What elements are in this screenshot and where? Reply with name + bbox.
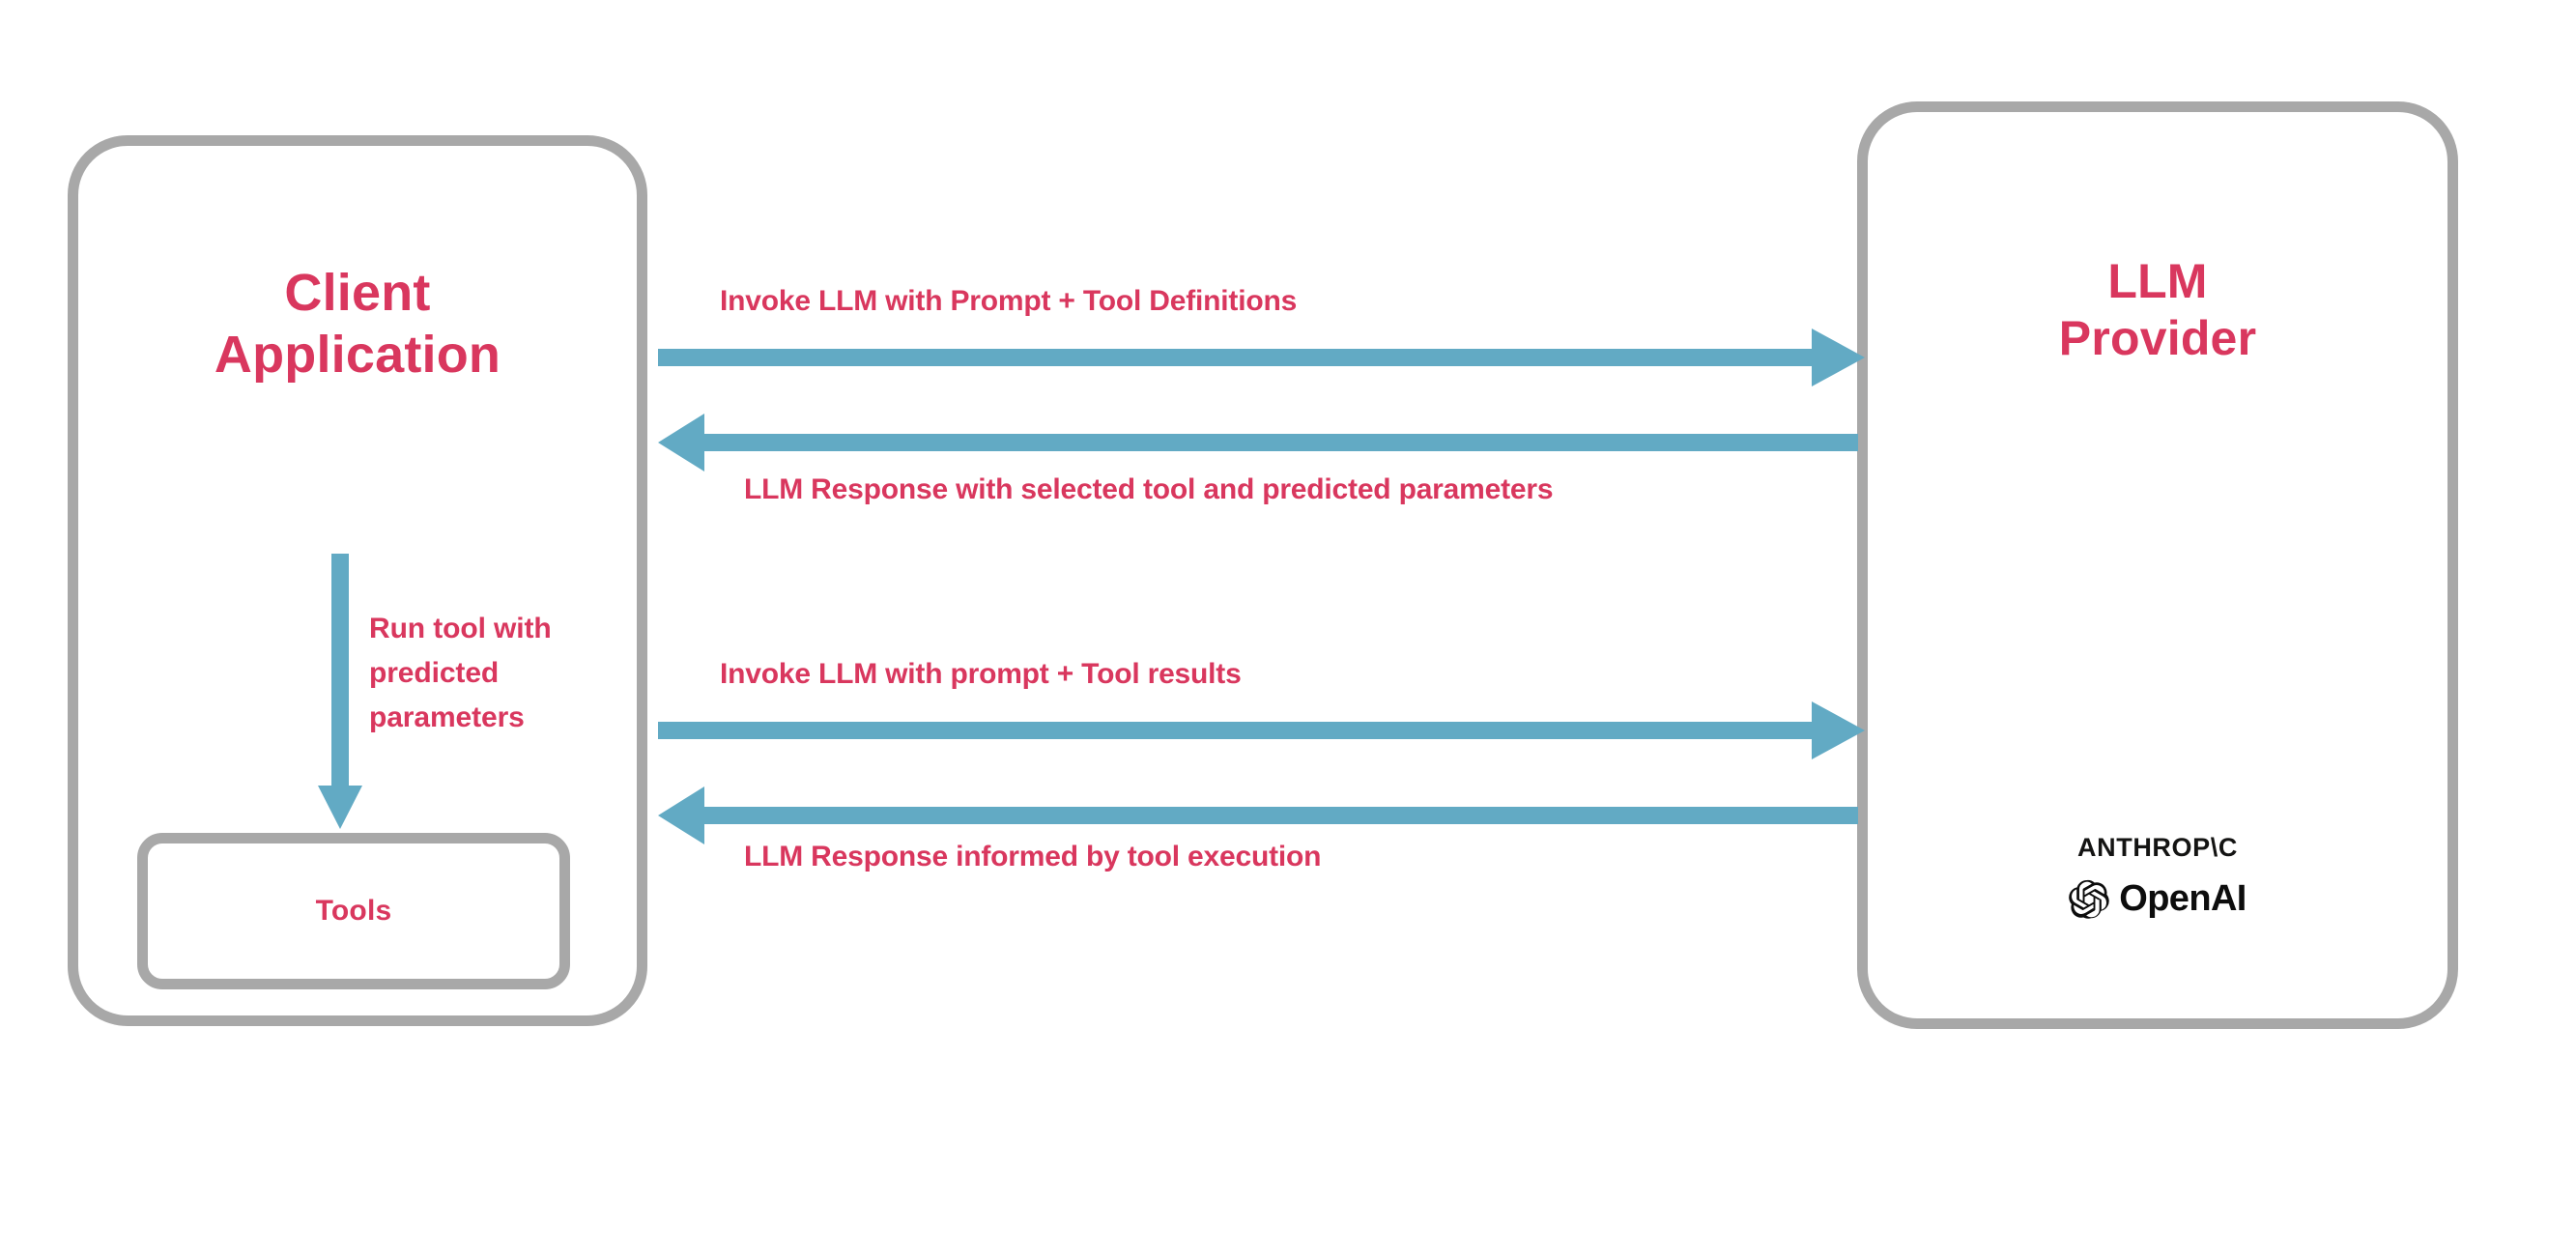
llm-provider-title: LLM Provider: [2058, 254, 2257, 365]
run-tool-arrow: [318, 554, 362, 829]
client-application-title: Client Application: [214, 264, 501, 384]
tools-label: Tools: [315, 895, 392, 927]
message-arrow-invoke-2: [658, 701, 1865, 759]
message-label-invoke-2: Invoke LLM with prompt + Tool results: [720, 658, 1242, 690]
message-arrow-response-1: [658, 414, 1858, 472]
message-label-response-1: LLM Response with selected tool and pred…: [744, 473, 1554, 505]
openai-wordmark: OpenAI: [2119, 878, 2247, 919]
openai-logo: OpenAI: [2069, 878, 2247, 920]
run-tool-arrow-label: Run tool with predicted parameters: [369, 613, 552, 733]
provider-logos: ANTHROP\C OpenAI: [1857, 833, 2458, 920]
openai-mark-icon: [2069, 879, 2109, 919]
message-label-invoke-1: Invoke LLM with Prompt + Tool Definition…: [720, 285, 1298, 317]
tools-node[interactable]: Tools: [137, 833, 570, 989]
message-arrow-invoke-1: [658, 329, 1865, 386]
llm-provider-node[interactable]: [1857, 101, 2458, 1029]
message-label-response-2: LLM Response informed by tool execution: [744, 841, 1322, 872]
anthropic-logo: ANTHROP\C: [2077, 833, 2238, 862]
message-arrow-response-2: [658, 786, 1858, 844]
